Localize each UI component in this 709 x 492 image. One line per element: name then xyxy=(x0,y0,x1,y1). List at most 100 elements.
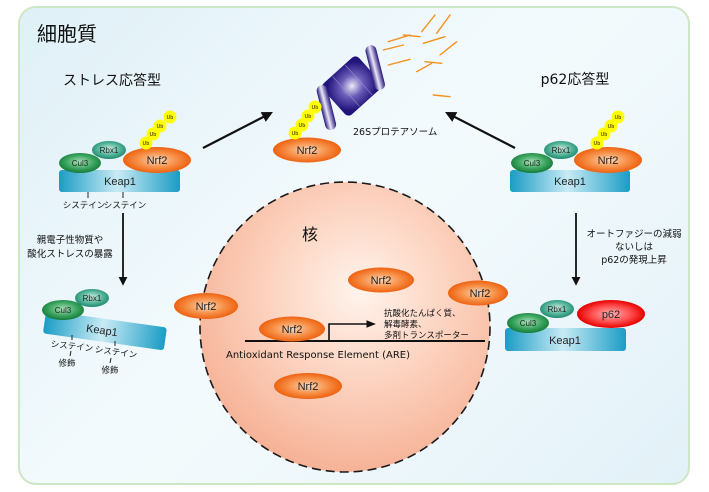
keap1-protein xyxy=(43,311,167,350)
modification-tick xyxy=(69,350,72,357)
cul3-protein xyxy=(59,153,101,173)
rbx1-protein xyxy=(75,289,109,307)
ub-label: Ub xyxy=(292,131,299,137)
cysteine-label: システイン xyxy=(63,201,106,211)
nrf2-label: Nrf2 xyxy=(298,381,319,393)
ubiquitin xyxy=(163,110,177,124)
degraded-nrf2-complex: Nrf2 Ub Ub Ub Ub xyxy=(273,100,341,163)
ubiquitin xyxy=(139,136,153,150)
cul3-label: Cul3 xyxy=(72,159,89,168)
ub-label: Ub xyxy=(601,132,608,138)
arrow-stress-to-proteasome xyxy=(202,111,273,149)
peptide-fragment xyxy=(432,94,451,98)
p62-protein xyxy=(577,300,645,328)
keap1-protein xyxy=(59,170,180,192)
transcription-start-arrow xyxy=(328,320,376,341)
ub-label: Ub xyxy=(608,124,615,130)
proteasome-ring-divider xyxy=(345,64,373,96)
target-gene-line2: 解毒酵素、 xyxy=(384,319,427,330)
nucleus-label: 核 xyxy=(302,225,318,244)
keap1-label: Keap1 xyxy=(85,323,118,339)
cul3-label: Cul3 xyxy=(524,159,541,168)
nrf2-label: Nrf2 xyxy=(371,275,392,287)
nrf2-protein xyxy=(574,147,642,173)
ub-label: Ub xyxy=(157,124,164,130)
rbx1-protein xyxy=(540,300,574,318)
target-gene-line3: 多剤トランスポーター xyxy=(384,330,469,341)
nrf2-label: Nrf2 xyxy=(470,288,491,300)
rbx1-protein xyxy=(92,141,126,159)
p62-label: p62 xyxy=(602,309,620,321)
peptide-fragment xyxy=(387,34,411,43)
ubiquitin xyxy=(604,119,618,133)
nrf2-protein xyxy=(274,373,342,399)
ub-label: Ub xyxy=(615,115,622,121)
nrf2-bound-to-are: Nrf2 xyxy=(259,316,325,342)
keap1-label: Keap1 xyxy=(554,176,586,188)
nrf2-translocating: Nrf2 xyxy=(448,280,508,306)
ub-label: Ub xyxy=(143,141,150,147)
cysteine-label: システイン xyxy=(104,201,147,211)
keap1-complex-basal-stress: Keap1 Rbx1 Cul3 Nrf2 Ub Ub Ub Ub システイン シ… xyxy=(59,110,191,211)
p62-pathway-title: p62応答型 xyxy=(541,71,610,88)
nrf2-label: Nrf2 xyxy=(297,145,318,157)
stress-pathway-title: ストレス応答型 xyxy=(63,72,161,89)
keap1-complex-basal-p62: Keap1 Rbx1 Cul3 Nrf2 Ub Ub Ub Ub xyxy=(510,110,642,192)
keap1-protein xyxy=(510,170,630,192)
nrf2-label: Nrf2 xyxy=(196,301,217,313)
proteasome-26s xyxy=(316,45,385,131)
ubiquitin xyxy=(590,136,604,150)
rbx1-label: Rbx1 xyxy=(552,146,571,155)
peptide-fragment xyxy=(421,14,436,33)
nrf2-nucleus-upper: Nrf2 xyxy=(348,267,414,293)
stress-trigger-line2: 酸化ストレスの暴露 xyxy=(27,248,113,260)
nrf2-label: Nrf2 xyxy=(147,155,168,167)
nrf2-protein xyxy=(273,137,341,163)
keap1-complex-p62-bound: Keap1 Rbx1 Cul3 p62 xyxy=(505,300,645,351)
rbx1-label: Rbx1 xyxy=(548,305,567,314)
proteasome-ring-divider xyxy=(332,76,360,107)
proteasome-cap-right xyxy=(365,45,385,91)
ubiquitin xyxy=(153,119,167,133)
ub-label: Ub xyxy=(305,114,312,120)
ubiquitin xyxy=(301,109,315,123)
nrf2-protein xyxy=(348,267,414,293)
cysteine-label: システイン xyxy=(94,345,137,361)
ubiquitin xyxy=(611,110,625,124)
rbx1-label: Rbx1 xyxy=(83,294,102,303)
nrf2-label: Nrf2 xyxy=(598,155,619,167)
cul3-label: Cul3 xyxy=(520,319,537,328)
peptide-fragment xyxy=(422,36,446,44)
cysteine-label: システイン xyxy=(50,340,93,354)
peptide-fragment xyxy=(424,61,443,64)
keap1-label: Keap1 xyxy=(104,176,136,188)
keap1-complex-modified: Keap1 Rbx1 Cul3 システイン 修飾 システイン 修飾 xyxy=(42,289,167,376)
peptide-fragment xyxy=(382,44,404,51)
ub-label: Ub xyxy=(150,132,157,138)
peptide-fragment xyxy=(439,41,458,56)
nucleus xyxy=(199,181,491,473)
ub-label: Ub xyxy=(299,123,306,129)
nrf2-nucleus-lower: Nrf2 xyxy=(274,373,342,399)
ub-label: Ub xyxy=(594,141,601,147)
arrow-p62-to-proteasome xyxy=(445,111,516,149)
modification-label: 修飾 xyxy=(58,358,75,369)
modification-tick xyxy=(109,357,112,364)
ub-label: Ub xyxy=(312,105,319,111)
rbx1-protein xyxy=(544,141,578,159)
peptide-fragment xyxy=(416,62,433,73)
p62-trigger-line3: p62の発現上昇 xyxy=(601,254,667,266)
cul3-protein xyxy=(42,300,84,320)
cytoplasm-label: 細胞質 xyxy=(37,22,97,46)
cul3-protein xyxy=(507,313,549,333)
proteasome-core xyxy=(322,56,382,116)
proteasome-cap-left xyxy=(316,85,337,131)
peptide-fragment xyxy=(387,58,411,66)
stress-trigger-line1: 親電子性物質や xyxy=(37,234,104,246)
proteasome-label: 26Sプロテアソーム xyxy=(353,127,437,138)
p62-trigger-line1: オートファジーの減弱 xyxy=(586,228,681,240)
target-gene-line1: 抗酸化たんぱく質、 xyxy=(384,308,461,319)
nrf2-protein xyxy=(123,147,191,173)
ubiquitin xyxy=(308,100,322,114)
